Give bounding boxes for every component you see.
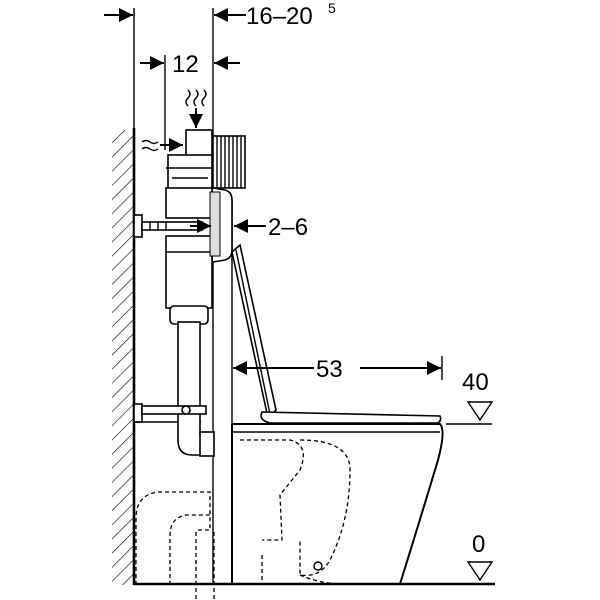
dimension-label-bowl-projection: 53 — [316, 356, 343, 383]
dimension-label-frame-depth: 12 — [172, 51, 199, 78]
level-label-floor: 0 — [472, 531, 485, 558]
dimension-label-panel-thickness: 2–6 — [268, 214, 308, 241]
lower-bracket — [133, 403, 207, 423]
dimension-superscript: 5 — [328, 0, 336, 16]
wall — [112, 128, 136, 585]
dimension-frame-depth: 12 — [140, 51, 240, 78]
level-marker-seat: 40 — [446, 369, 494, 425]
level-marker-floor: 0 — [466, 531, 494, 582]
actuator-housing — [212, 135, 246, 189]
water-inlet-arrow — [185, 89, 207, 128]
level-label-seat: 40 — [462, 369, 489, 396]
side-inlet-arrow — [141, 138, 183, 152]
flush-plate — [209, 187, 233, 263]
flush-pipe — [177, 321, 215, 457]
cistern — [165, 129, 213, 325]
dimension-label-wall-offset: 16–20 — [246, 3, 313, 30]
waste-pipe-hidden — [135, 491, 215, 600]
toilet-bowl — [231, 423, 444, 585]
dimension-wall-offset: 16–20 5 — [104, 0, 336, 30]
toilet-lid — [231, 243, 277, 420]
dimension-bowl-projection: 53 — [233, 356, 443, 383]
toilet-seat — [260, 411, 442, 424]
dimension-panel-thickness: 2–6 — [190, 214, 308, 241]
